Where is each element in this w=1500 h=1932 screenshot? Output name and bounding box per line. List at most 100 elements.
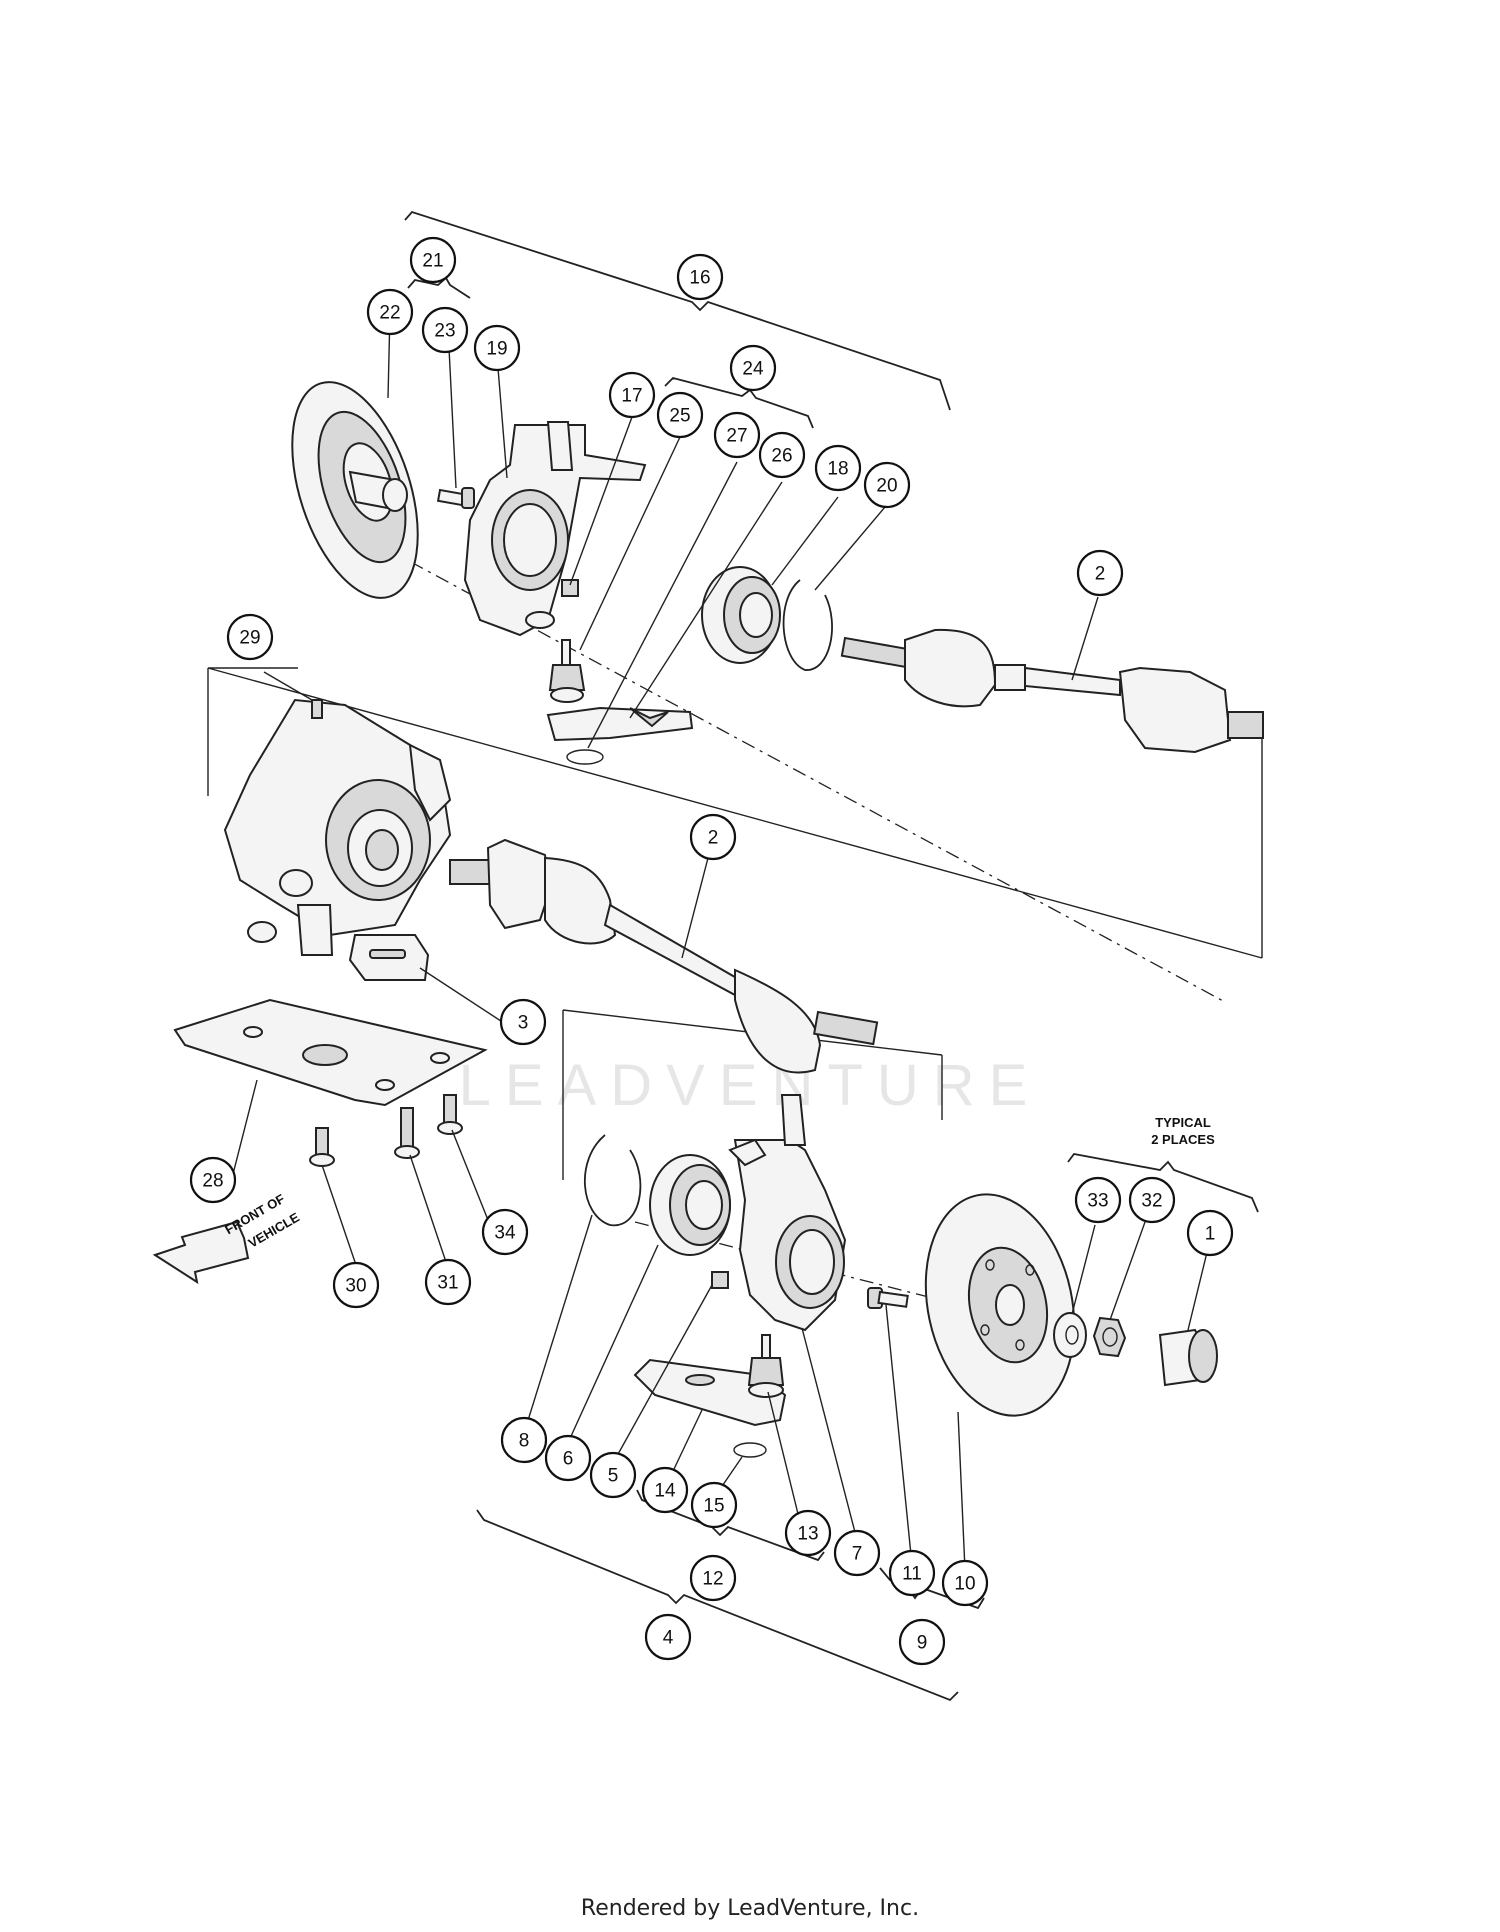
bolt-5 (711, 1271, 729, 1289)
brace-4 (476, 1509, 959, 1702)
callout-15: 15 (690, 1481, 738, 1529)
svg-text:26: 26 (771, 446, 792, 467)
washer-33 (1053, 1312, 1087, 1358)
callout-6: 6 (544, 1434, 592, 1482)
svg-text:14: 14 (654, 1481, 676, 1502)
callout-7: 7 (833, 1529, 881, 1577)
brace-21 (407, 276, 471, 299)
svg-text:4: 4 (663, 1628, 674, 1649)
svg-text:25: 25 (669, 406, 690, 427)
typical-note-line-2: 2 PLACES (1151, 1132, 1215, 1147)
callout-1: 1 (1186, 1209, 1234, 1257)
svg-text:30: 30 (345, 1276, 366, 1297)
callout-9: 9 (898, 1618, 946, 1666)
callout-3: 3 (499, 998, 547, 1046)
typical-note-line-1: TYPICAL (1155, 1115, 1211, 1130)
callout-8: 8 (500, 1416, 548, 1464)
svg-text:18: 18 (827, 459, 848, 480)
svg-text:10: 10 (954, 1574, 975, 1595)
bolt-34 (437, 1094, 463, 1135)
callout-11: 11 (888, 1549, 936, 1597)
svg-text:8: 8 (519, 1431, 530, 1452)
upper-knuckle-19 (463, 421, 647, 637)
svg-text:29: 29 (239, 628, 260, 649)
stud-23 (436, 487, 475, 509)
svg-text:20: 20 (876, 476, 897, 497)
svg-text:33: 33 (1087, 1191, 1108, 1212)
svg-text:15: 15 (703, 1496, 724, 1517)
front-of-vehicle-arrow (152, 1220, 250, 1285)
bolt-17 (561, 579, 579, 597)
snap-ring-27 (566, 749, 604, 765)
callout-21: 21 (409, 236, 457, 284)
ball-joint-13 (747, 1334, 785, 1398)
svg-text:12: 12 (702, 1569, 723, 1590)
svg-text:19: 19 (486, 339, 507, 360)
upper-assembly-outline (207, 667, 1263, 959)
bolt-30 (309, 1127, 335, 1167)
callout-28: 28 (189, 1156, 237, 1204)
cap-1 (1158, 1328, 1218, 1387)
svg-text:27: 27 (726, 426, 747, 447)
callout-31: 31 (424, 1258, 472, 1306)
callout-10: 10 (941, 1559, 989, 1607)
svg-text:22: 22 (379, 303, 400, 324)
upper-bearing-18 (701, 566, 781, 664)
svg-text:7: 7 (852, 1544, 863, 1565)
svg-text:9: 9 (917, 1633, 928, 1654)
svg-text:28: 28 (202, 1171, 223, 1192)
callout-30: 30 (332, 1261, 380, 1309)
callout-24: 24 (729, 344, 777, 392)
upper-axis-line (384, 547, 1226, 1003)
callout-29: 29 (226, 613, 274, 661)
svg-text:24: 24 (742, 359, 764, 380)
lower-knuckle-7 (728, 1094, 847, 1332)
svg-text:2: 2 (1095, 564, 1106, 585)
svg-text:2: 2 (708, 828, 719, 849)
upper-ring-20 (782, 579, 833, 671)
brace-typical (1067, 1153, 1259, 1213)
callout-13: 13 (784, 1509, 832, 1557)
skid-plate-28 (173, 998, 488, 1107)
upper-driveshaft-2 (840, 628, 1264, 754)
svg-text:23: 23 (434, 321, 455, 342)
callout-27: 27 (713, 411, 761, 459)
watermark: LEADVENTURE (459, 1053, 1042, 1118)
differential-29 (223, 698, 452, 956)
callout-22: 22 (366, 288, 414, 336)
svg-text:16: 16 (689, 268, 710, 289)
nut-32 (1092, 1316, 1127, 1358)
brace-12 (636, 1489, 825, 1562)
upper-rotor-22 (291, 381, 419, 599)
svg-text:6: 6 (563, 1449, 574, 1470)
callout-2-upper: 2 (1076, 549, 1124, 597)
callout-17: 17 (608, 371, 656, 419)
callout-4: 4 (644, 1613, 692, 1661)
callout-14: 14 (641, 1466, 689, 1514)
svg-text:34: 34 (494, 1223, 516, 1244)
callout-18: 18 (814, 444, 862, 492)
bolt-31 (394, 1107, 420, 1159)
svg-text:1: 1 (1205, 1224, 1216, 1245)
svg-text:13: 13 (797, 1524, 818, 1545)
callout-26: 26 (758, 431, 806, 479)
stud-11 (867, 1287, 909, 1309)
footer-credit: Rendered by LeadVenture, Inc. (580, 1896, 920, 1921)
snap-ring-15 (733, 1442, 767, 1458)
callout-34: 34 (481, 1208, 529, 1256)
callout-5: 5 (589, 1451, 637, 1499)
lower-arm-26 (546, 706, 694, 742)
callout-23: 23 (421, 306, 469, 354)
mount-block-3 (348, 934, 430, 981)
svg-text:21: 21 (422, 251, 443, 272)
svg-text:3: 3 (518, 1013, 529, 1034)
callout-16: 16 (676, 253, 724, 301)
callout-20: 20 (863, 461, 911, 509)
callout-19: 19 (473, 324, 521, 372)
lower-bearing-6 (649, 1154, 731, 1256)
lower-rotor-10 (924, 1193, 1076, 1417)
callout-33: 33 (1074, 1176, 1122, 1224)
callout-2-lower: 2 (689, 813, 737, 861)
callout-32: 32 (1128, 1176, 1176, 1224)
lower-ring-8 (584, 1134, 642, 1226)
